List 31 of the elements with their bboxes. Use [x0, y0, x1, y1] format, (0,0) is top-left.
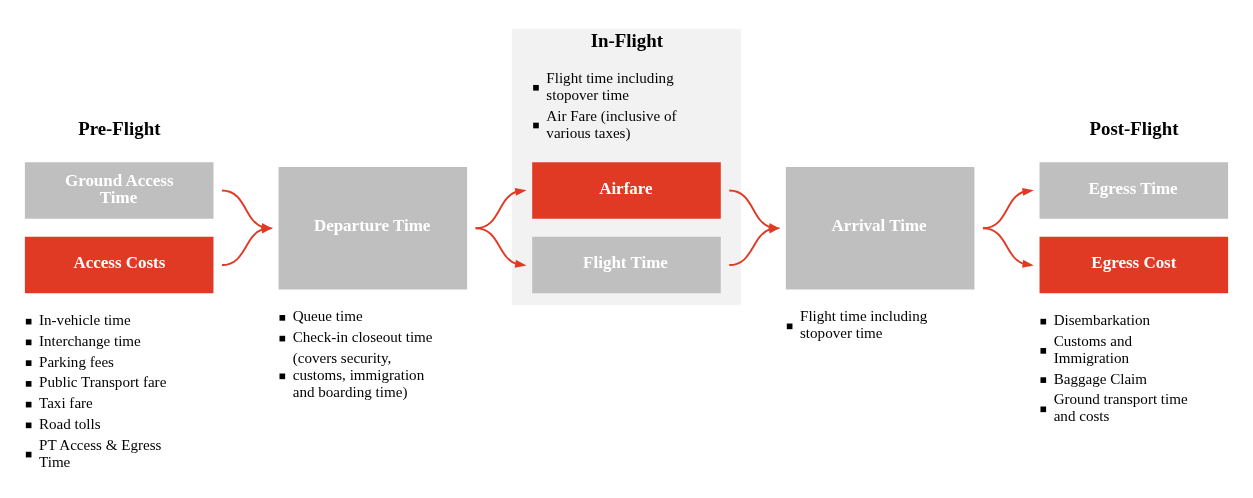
arrow: [982, 226, 1034, 268]
node-label: Flight time including stopover time: [546, 69, 674, 103]
label: Pre-Flight: [78, 117, 161, 139]
node-label: Parking fees: [39, 353, 114, 370]
node-label: Interchange time: [39, 332, 141, 349]
node-label: Disembarkation: [1053, 311, 1150, 328]
node-box: Airfare: [532, 161, 721, 219]
node-label: Baggage Claim: [1053, 370, 1148, 387]
node-label: Air Fare (inclusive of various taxes): [546, 107, 677, 141]
node-label: Road tolls: [39, 415, 101, 432]
node-label: In-vehicle time: [39, 311, 131, 328]
node-box: Flight Time: [532, 236, 721, 293]
node-label: PT Access & Egress Time: [39, 436, 162, 470]
node-label: Taxi fare: [39, 394, 93, 411]
label: Post-Flight: [1089, 117, 1179, 139]
node-box: Arrival Time: [785, 166, 975, 290]
node-label: Ground transport time and costs: [1053, 390, 1188, 424]
arrow: [221, 225, 273, 266]
node-label: Flight time including stopover time: [800, 307, 928, 341]
node-box: Egress Cost: [1039, 236, 1229, 293]
arrow: [474, 187, 527, 229]
node-box: Departure Time: [278, 166, 468, 290]
node-box: Egress Time: [1039, 161, 1229, 219]
node-label: Public Transport fare: [39, 373, 167, 390]
node-label: Queue time: [292, 307, 363, 324]
node-label: (covers security, customs, immigration and boarding time): [292, 349, 425, 400]
node-box: Access Costs: [24, 236, 214, 293]
node-label: Customs and Immigration: [1053, 332, 1133, 366]
arrow: [982, 187, 1034, 229]
node-label: Check-in closeout time: [292, 328, 433, 345]
node-box: Ground Access Time: [24, 161, 214, 219]
